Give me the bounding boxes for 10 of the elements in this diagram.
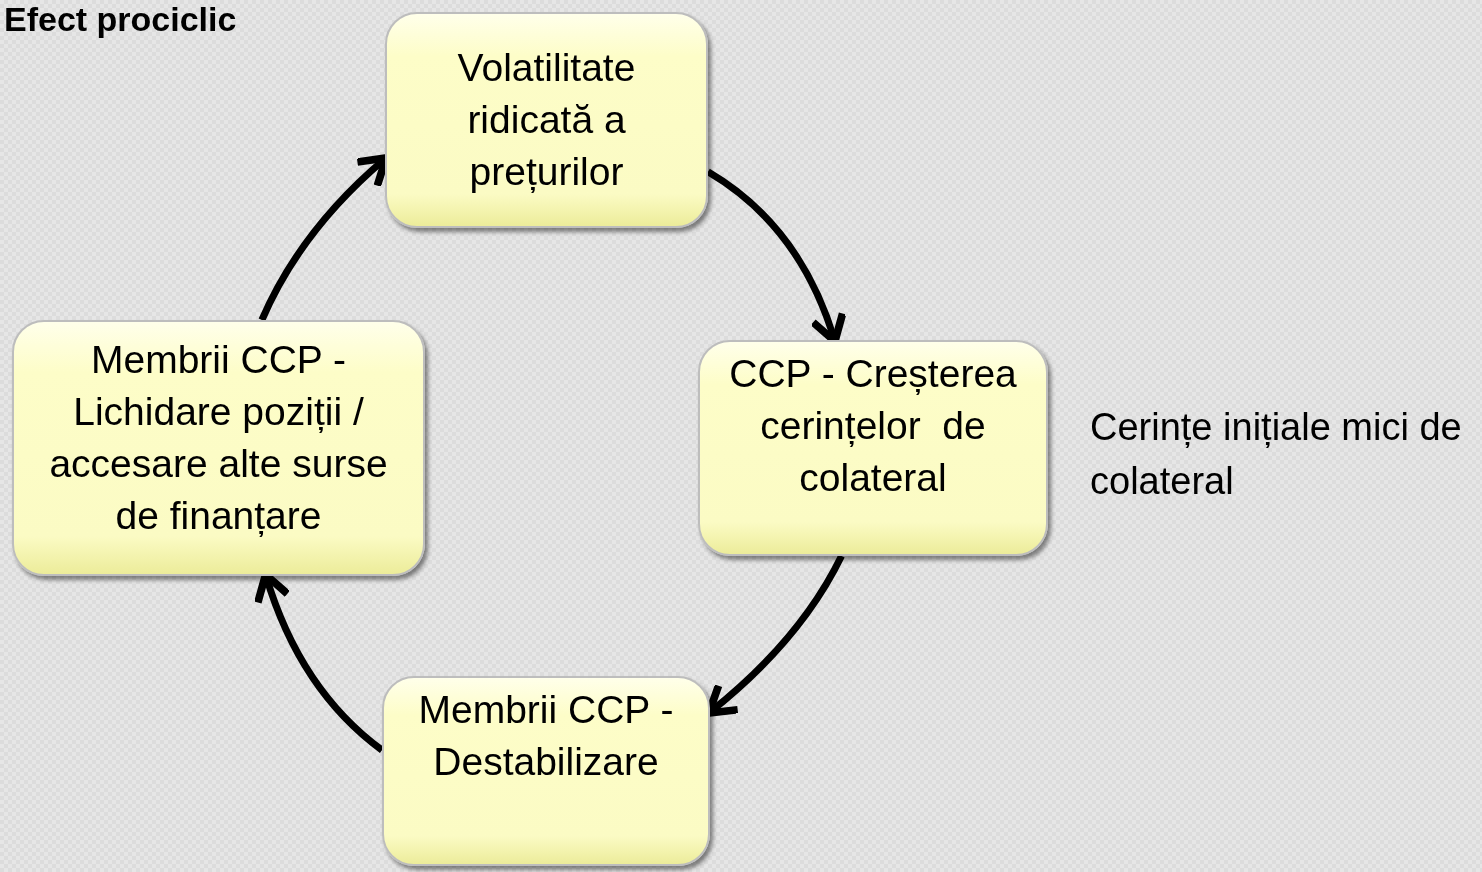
side-note: Cerințe inițiale mici de colateral [1090,405,1463,504]
process-box [12,320,425,576]
process-box [698,340,1048,556]
box-text: Membrii CCP - Destabilizare [417,687,675,785]
box-text: Membrii CCP - Lichidare poziții / accesare alte surse de finanțare [48,337,389,539]
box-text: Volatilitate ridicată a prețurilor [456,45,637,195]
process-box [382,676,710,866]
diagram-title: Efect prociclic [4,0,237,39]
process-box [385,12,708,228]
box-text: CCP - Creșterea cerințelor de colateral [728,351,1018,501]
